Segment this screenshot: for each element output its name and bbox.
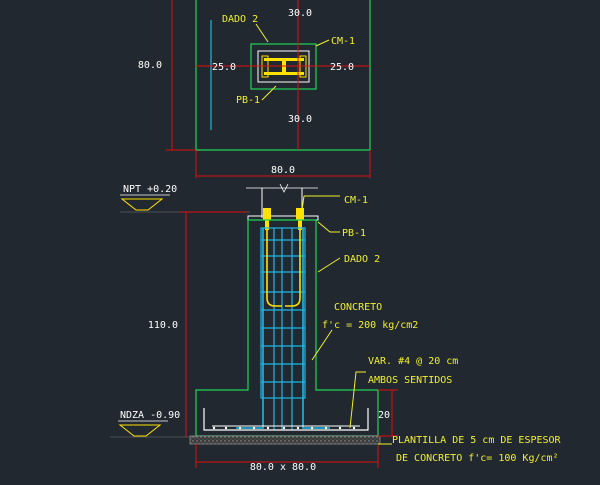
stirrups — [260, 227, 306, 430]
level-marker-ndza: NDZA -0.90 — [110, 410, 196, 438]
plan-label-pb: PB-1 — [236, 95, 260, 106]
callout-dado: DADO 2 — [317, 254, 380, 273]
callout-var-line1: VAR. #4 @ 20 cm — [368, 356, 458, 367]
callout-var: VAR. #4 @ 20 cm AMBOS SENTIDOS — [349, 356, 458, 429]
plan-label-dado: DADO 2 — [222, 14, 258, 25]
section-dim-size: 80.0 x 80.0 — [195, 444, 379, 473]
callout-plantilla-line1: PLANTILLA DE 5 cm DE ESPESOR — [392, 435, 562, 446]
callout-pb-text: PB-1 — [342, 228, 366, 239]
plan-dim-bottom-text: 30.0 — [288, 114, 312, 125]
section-dim-footing: 20 — [378, 389, 398, 437]
section-view: NPT +0.20 — [110, 183, 562, 473]
plan-view: 80.0 DADO 2 30.0 30.0 25.0 25.0 CM-1 PB-… — [138, 0, 371, 178]
plan-dim-left-height: 80.0 — [138, 0, 196, 151]
callout-cm: CM-1 — [301, 195, 368, 211]
section-dim-size-text: 80.0 x 80.0 — [250, 462, 316, 473]
anchor-rods — [266, 230, 301, 307]
callout-concreto-spec: f'c = 200 kg/cm2 — [322, 320, 418, 331]
level-npt-text: NPT +0.20 — [123, 184, 177, 195]
plan-dim-top-text: 30.0 — [288, 8, 312, 19]
callout-pb: PB-1 — [317, 221, 366, 239]
callout-concreto-title: CONCRETO — [334, 302, 382, 313]
callout-cm-text: CM-1 — [344, 195, 368, 206]
level-ndza-text: NDZA -0.90 — [120, 410, 180, 421]
callout-dado-text: DADO 2 — [344, 254, 380, 265]
anchor-bolts — [263, 208, 304, 230]
section-dim-height: 110.0 — [148, 211, 248, 437]
plan-leader-dado — [255, 23, 269, 43]
column-break-line — [246, 183, 318, 218]
plan-leader-cm — [315, 39, 330, 47]
vertical-rebar — [236, 228, 330, 429]
plan-dim-dado-left-text: 25.0 — [212, 62, 236, 73]
callout-plantilla-line2: DE CONCRETO f'c= 100 Kg/cm² — [396, 453, 559, 464]
level-marker-npt: NPT +0.20 — [120, 184, 250, 213]
callout-concreto: CONCRETO f'c = 200 kg/cm2 — [311, 302, 418, 361]
plan-leader-pb — [261, 85, 277, 101]
callout-plantilla: PLANTILLA DE 5 cm DE ESPESOR DE CONCRETO… — [378, 435, 562, 464]
plan-dim-width-text: 80.0 — [271, 165, 295, 176]
plan-dim-left-height-text: 80.0 — [138, 60, 162, 71]
footing-rebar-mat — [203, 408, 369, 431]
section-dim-height-text: 110.0 — [148, 320, 178, 331]
callout-var-line2: AMBOS SENTIDOS — [368, 375, 452, 386]
plan-label-cm: CM-1 — [331, 36, 355, 47]
plan-footing-outline — [195, 0, 371, 151]
plantilla-layer — [189, 435, 381, 445]
plan-dim-width: 80.0 — [195, 150, 371, 178]
section-dim-footing-text: 20 — [378, 410, 390, 421]
plan-dim-dado-right-text: 25.0 — [330, 62, 354, 73]
